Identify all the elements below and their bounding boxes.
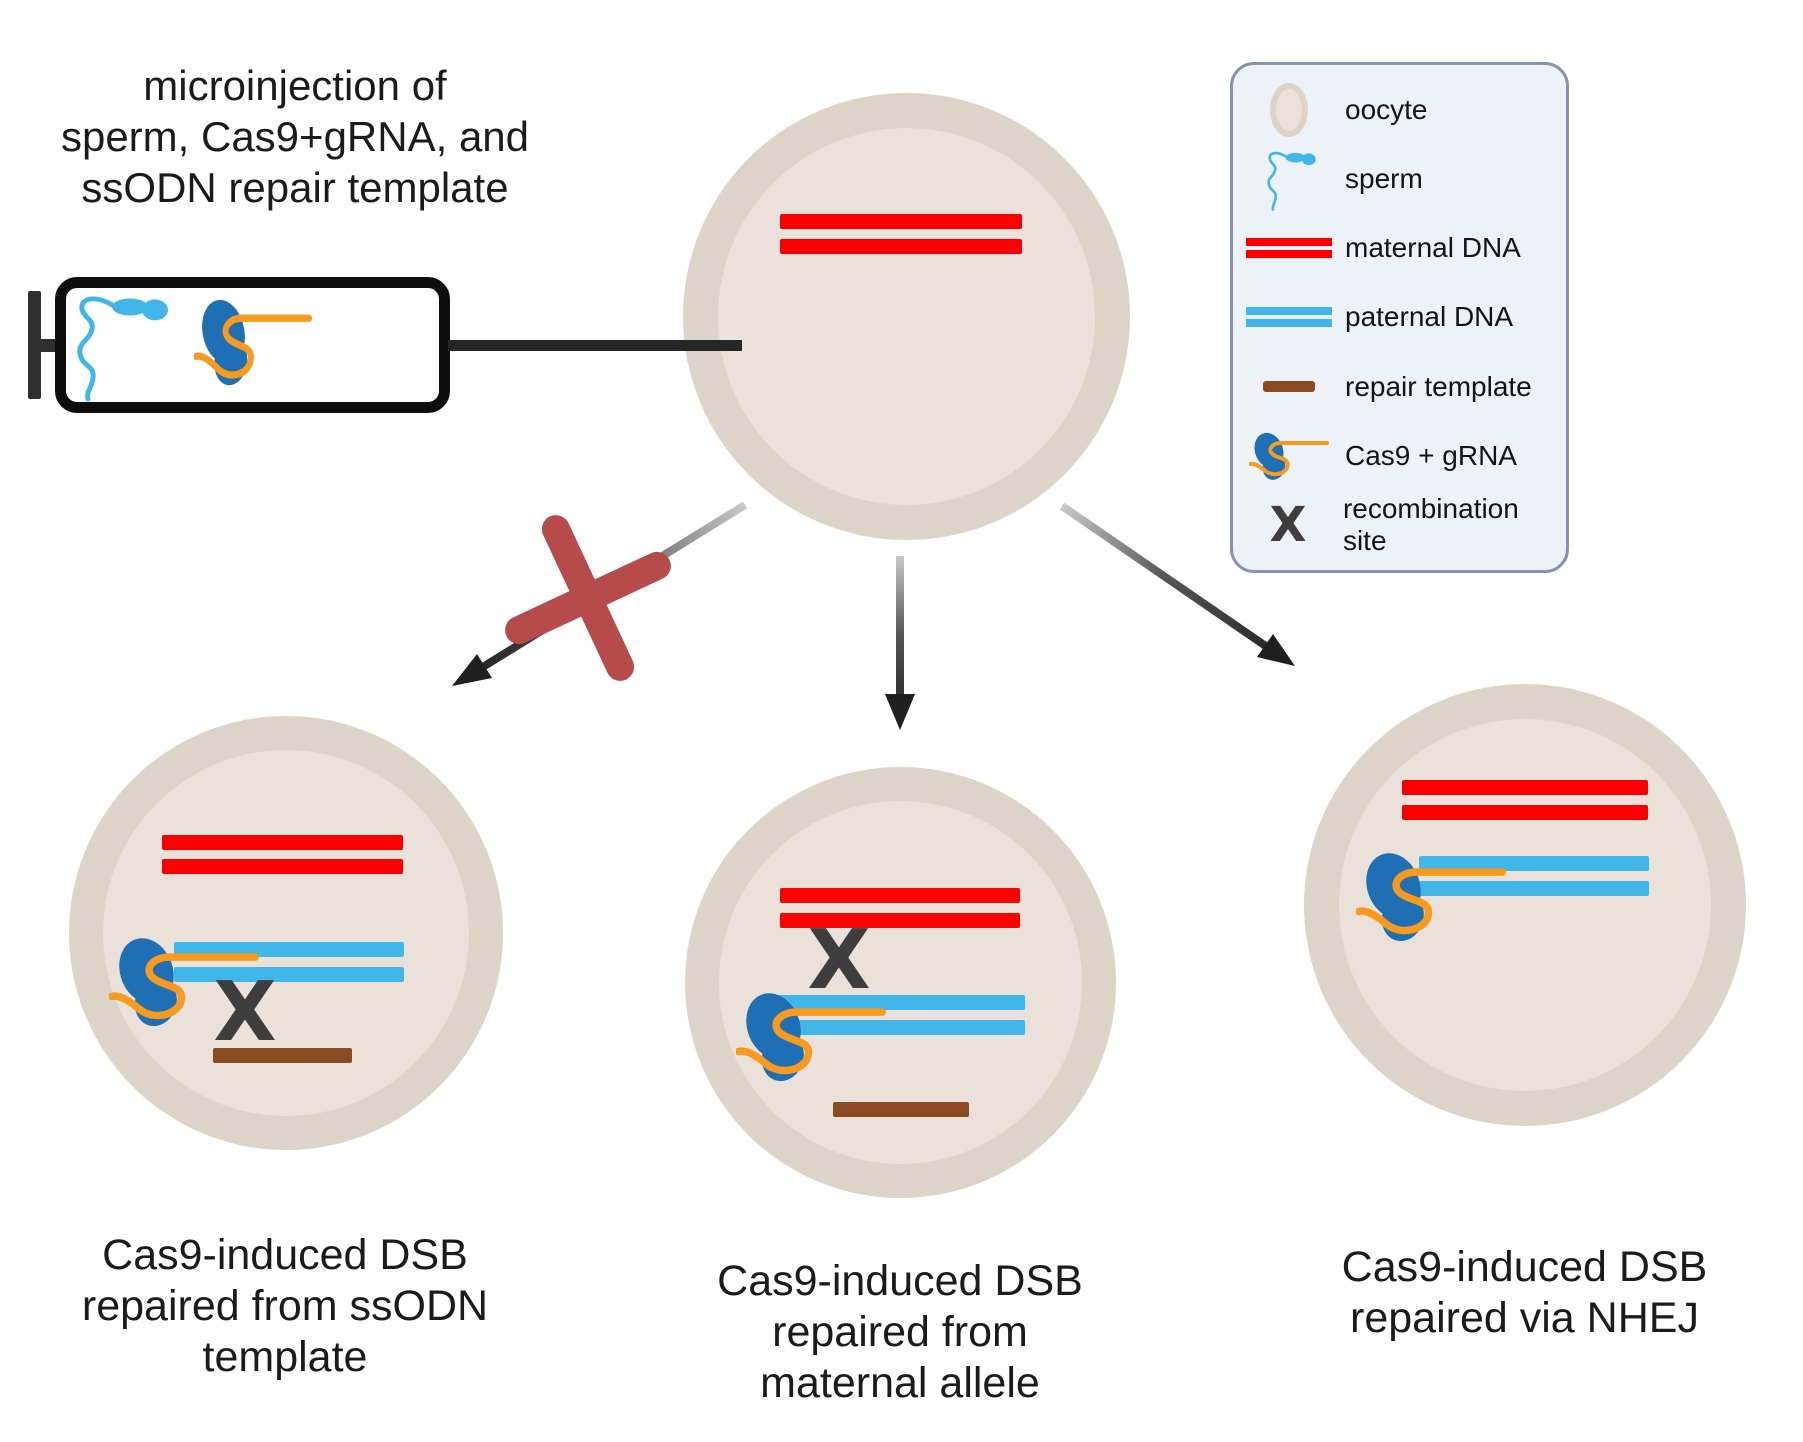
caption-line: repaired from bbox=[772, 1308, 1028, 1356]
oocyte-icon bbox=[1270, 83, 1308, 137]
maternal-dna-icon bbox=[1246, 238, 1332, 259]
maternal-dna-strand bbox=[780, 913, 1020, 928]
header-line-1: microinjection of bbox=[143, 62, 447, 109]
sperm-icon bbox=[1267, 151, 1317, 211]
legend-row-maternal-dna: maternal DNA bbox=[1233, 217, 1566, 279]
blocked-cross-icon bbox=[473, 483, 704, 714]
syringe-plunger-shaft bbox=[33, 339, 61, 352]
paternal-dna-strand bbox=[174, 942, 404, 957]
dna-strand bbox=[1246, 250, 1332, 259]
legend-label: oocyte bbox=[1345, 94, 1428, 125]
legend-row-recombination-site: X recombination site bbox=[1233, 492, 1566, 556]
legend-box: oocyte sperm maternal DNA bbox=[1230, 62, 1569, 573]
caption-line: maternal allele bbox=[760, 1359, 1040, 1407]
sperm-icon bbox=[68, 288, 168, 402]
paternal-dna-icon bbox=[1246, 307, 1332, 328]
recombination-site-icon: X bbox=[807, 913, 871, 1008]
legend-label: Cas9 + gRNA bbox=[1345, 439, 1517, 471]
oocyte-outcome-nhej bbox=[1304, 684, 1746, 1126]
cas9-grna-icon bbox=[1356, 844, 1506, 947]
paternal-dna-strand bbox=[1419, 856, 1649, 871]
legend-row-repair-template: repair template bbox=[1233, 356, 1566, 418]
repair-template-icon bbox=[833, 1102, 969, 1117]
legend-label: paternal DNA bbox=[1345, 301, 1514, 333]
maternal-dna-icon-cell bbox=[1233, 238, 1345, 259]
caption-outcome-nhej: Cas9-induced DSB repaired via NHEJ bbox=[1272, 1242, 1777, 1344]
oocyte-icon-cell bbox=[1233, 83, 1345, 137]
header-title: microinjection of sperm, Cas9+gRNA, and … bbox=[30, 60, 560, 213]
recombination-icon-cell: X bbox=[1233, 496, 1343, 553]
maternal-dna-strand bbox=[1402, 780, 1648, 795]
legend-row-oocyte: oocyte bbox=[1233, 79, 1566, 141]
legend-row-sperm: sperm bbox=[1233, 147, 1566, 211]
oocyte-injected bbox=[683, 93, 1130, 540]
dna-strand bbox=[1246, 319, 1332, 328]
oocyte-outcome-ssodn: X bbox=[69, 716, 503, 1150]
legend-row-paternal-dna: paternal DNA bbox=[1233, 286, 1566, 348]
blocked-cross-bar bbox=[500, 547, 676, 649]
maternal-dna-strand bbox=[1402, 805, 1648, 820]
caption-outcome-maternal: Cas9-induced DSB repaired from maternal … bbox=[650, 1256, 1150, 1409]
caption-line: template bbox=[202, 1333, 368, 1381]
dna-strand bbox=[1246, 307, 1332, 316]
maternal-dna-strand bbox=[780, 888, 1020, 903]
maternal-dna-strand bbox=[780, 239, 1022, 254]
paternal-dna-strand bbox=[1419, 881, 1649, 896]
caption-line: Cas9-induced DSB bbox=[1341, 1243, 1708, 1291]
legend-row-cas9: Cas9 + gRNA bbox=[1233, 425, 1566, 487]
cas9-grna-icon bbox=[194, 291, 312, 391]
caption-line: repaired via NHEJ bbox=[1350, 1294, 1699, 1342]
caption-line: repaired from ssODN bbox=[81, 1282, 489, 1330]
paternal-dna-strand bbox=[174, 967, 404, 982]
arrow-to-maternal-outcome bbox=[885, 556, 915, 730]
oocyte-icon-inner bbox=[1276, 89, 1302, 131]
paternal-dna-icon-cell bbox=[1233, 307, 1345, 328]
caption-line: Cas9-induced DSB bbox=[102, 1231, 468, 1279]
paternal-dna-strand bbox=[775, 995, 1025, 1010]
legend-label: repair template bbox=[1345, 370, 1532, 402]
maternal-dna-strand bbox=[162, 859, 403, 874]
repair-template-icon-cell bbox=[1233, 381, 1345, 393]
repair-template-icon bbox=[213, 1048, 352, 1063]
maternal-dna-strand bbox=[780, 214, 1022, 229]
syringe-needle bbox=[448, 340, 742, 351]
recombination-site-icon: X bbox=[1269, 496, 1307, 553]
caption-line: Cas9-induced DSB bbox=[717, 1257, 1083, 1305]
cas9-grna-icon bbox=[1249, 428, 1329, 484]
oocyte-cytoplasm bbox=[718, 128, 1095, 505]
oocyte-outcome-maternal: X bbox=[685, 767, 1116, 1198]
sperm-icon-cell bbox=[1233, 147, 1345, 211]
legend-label: recombination site bbox=[1342, 492, 1519, 556]
cas9-icon-cell bbox=[1233, 428, 1345, 484]
caption-outcome-ssodn: Cas9-induced DSB repaired from ssODN tem… bbox=[35, 1230, 535, 1383]
maternal-dna-strand bbox=[162, 835, 403, 850]
dna-strand bbox=[1246, 238, 1332, 247]
repair-template-icon bbox=[1263, 381, 1315, 393]
paternal-dna-strand bbox=[775, 1020, 1025, 1035]
header-line-3: ssODN repair template bbox=[81, 164, 509, 211]
cas9-grna-icon bbox=[736, 984, 886, 1087]
legend-label: sperm bbox=[1345, 163, 1423, 195]
recombination-site-icon: X bbox=[213, 965, 277, 1060]
header-line-2: sperm, Cas9+gRNA, and bbox=[60, 113, 530, 160]
legend-label: maternal DNA bbox=[1345, 232, 1521, 264]
